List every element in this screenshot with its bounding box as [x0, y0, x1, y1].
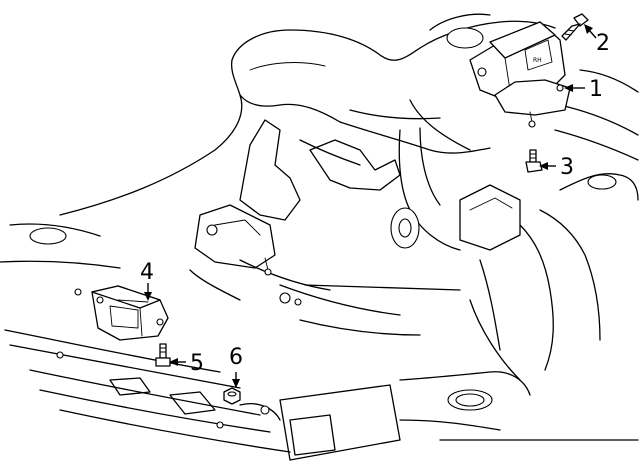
callout-label-4: 4 [140, 260, 154, 285]
callout-5: 5 [169, 351, 204, 376]
bolt-part-5 [155, 343, 171, 367]
callout-label-3: 3 [560, 155, 574, 180]
lh-engine-mount [91, 285, 169, 341]
frame-linework [0, 13, 639, 461]
callout-label-5: 5 [190, 351, 204, 376]
callout-2: 2 [584, 24, 610, 56]
rh-engine-mount: RH [469, 21, 571, 128]
nut-part-6 [223, 387, 241, 405]
callout-label-2: 2 [596, 31, 610, 56]
bolt-part-3 [525, 149, 543, 173]
callout-4: 4 [140, 260, 154, 301]
callout-6: 6 [229, 345, 243, 388]
bolt-part-2 [561, 13, 589, 41]
callout-3: 3 [539, 155, 574, 180]
callout-label-1: 1 [589, 77, 603, 102]
callout-1: 1 [564, 77, 603, 102]
rh-stamp-text: RH [533, 57, 542, 64]
callout-label-6: 6 [229, 345, 243, 370]
